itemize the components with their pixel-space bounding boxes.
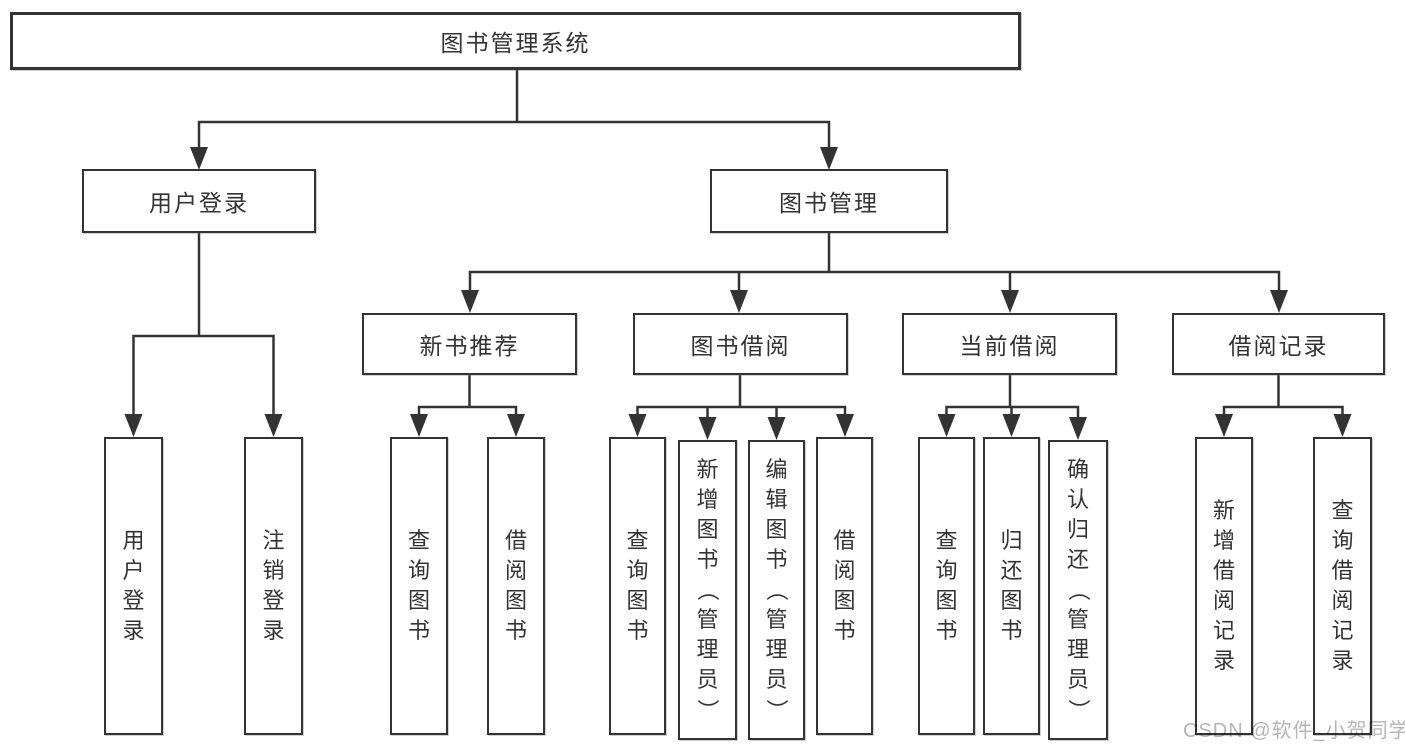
arrow-down-icon	[507, 414, 525, 437]
arrow-down-icon	[698, 417, 717, 440]
node-current-borrowing-label: 当前借阅	[959, 333, 1060, 359]
node-user-login: 用户登录	[82, 169, 316, 233]
leaf-borrow-books-recommend-label: 借阅图书	[504, 528, 527, 643]
leaf-borrow-books-borrowing-label: 借阅图书	[833, 528, 856, 643]
csdn-watermark: CSDN @软件_小贺同学	[1183, 720, 1405, 742]
leaf-query-books-current-label: 查询图书	[935, 528, 958, 643]
arrow-down-icon	[124, 414, 143, 437]
leaf-edit-book-admin: 编辑图书（管理员）	[748, 440, 805, 740]
leaf-logout-label: 注销登录	[262, 528, 285, 643]
arrow-down-icon	[1215, 414, 1233, 437]
node-book-management: 图书管理	[710, 169, 948, 233]
arrow-down-icon	[1069, 417, 1087, 440]
arrow-down-icon	[767, 417, 786, 440]
leaf-query-books-borrowing-label: 查询图书	[626, 528, 649, 643]
leaf-add-borrow-record: 新增借阅记录	[1195, 437, 1253, 735]
leaf-query-borrow-record-label: 查询借阅记录	[1331, 498, 1354, 673]
leaf-add-borrow-record-label: 新增借阅记录	[1212, 498, 1235, 673]
leaf-confirm-return-admin: 确认归还（管理员）	[1048, 440, 1108, 740]
arrow-down-icon	[1270, 290, 1288, 313]
arrow-down-icon	[628, 414, 647, 437]
leaf-edit-book-admin-label: 编辑图书（管理员）	[764, 457, 790, 722]
leaf-query-books-current: 查询图书	[918, 437, 975, 735]
node-book-borrowing-label: 图书借阅	[690, 333, 791, 359]
node-book-borrowing: 图书借阅	[633, 313, 848, 375]
node-root-label: 图书管理系统	[440, 30, 591, 56]
arrow-down-icon	[937, 414, 956, 437]
node-book-management-label: 图书管理	[779, 190, 879, 216]
arrow-down-icon	[820, 147, 838, 170]
leaf-query-books-recommend-label: 查询图书	[407, 528, 430, 643]
leaf-return-book: 归还图书	[983, 437, 1040, 735]
arrow-down-icon	[836, 414, 854, 437]
leaf-add-book-admin-label: 新增图书（管理员）	[695, 457, 721, 722]
arrow-down-icon	[1001, 290, 1019, 313]
leaf-query-books-recommend: 查询图书	[390, 437, 448, 735]
node-borrowing-records: 借阅记录	[1172, 313, 1385, 375]
arrow-down-icon	[1333, 414, 1352, 437]
node-new-book-recommend: 新书推荐	[362, 313, 577, 375]
arrow-down-icon	[461, 290, 479, 313]
arrow-down-icon	[264, 414, 283, 437]
leaf-borrow-books-recommend: 借阅图书	[487, 437, 545, 735]
leaf-return-book-label: 归还图书	[1000, 528, 1023, 643]
leaf-confirm-return-admin-label: 确认归还（管理员）	[1065, 457, 1091, 722]
leaf-query-books-borrowing: 查询图书	[609, 437, 666, 735]
leaf-borrow-books-borrowing: 借阅图书	[816, 437, 873, 735]
node-borrowing-records-label: 借阅记录	[1228, 333, 1329, 359]
leaf-user-login-label: 用户登录	[122, 528, 145, 643]
arrow-down-icon	[730, 290, 748, 313]
node-root: 图书管理系统	[10, 12, 1021, 70]
arrow-down-icon	[410, 414, 428, 437]
arrow-down-icon	[1002, 414, 1021, 437]
node-user-login-label: 用户登录	[149, 190, 249, 216]
leaf-user-login: 用户登录	[104, 437, 163, 735]
leaf-logout: 注销登录	[244, 437, 303, 735]
arrow-down-icon	[190, 147, 208, 170]
node-current-borrowing: 当前借阅	[902, 313, 1117, 375]
leaf-add-book-admin: 新增图书（管理员）	[678, 440, 737, 740]
node-new-book-recommend-label: 新书推荐	[419, 333, 520, 359]
leaf-query-borrow-record: 查询借阅记录	[1313, 437, 1372, 735]
